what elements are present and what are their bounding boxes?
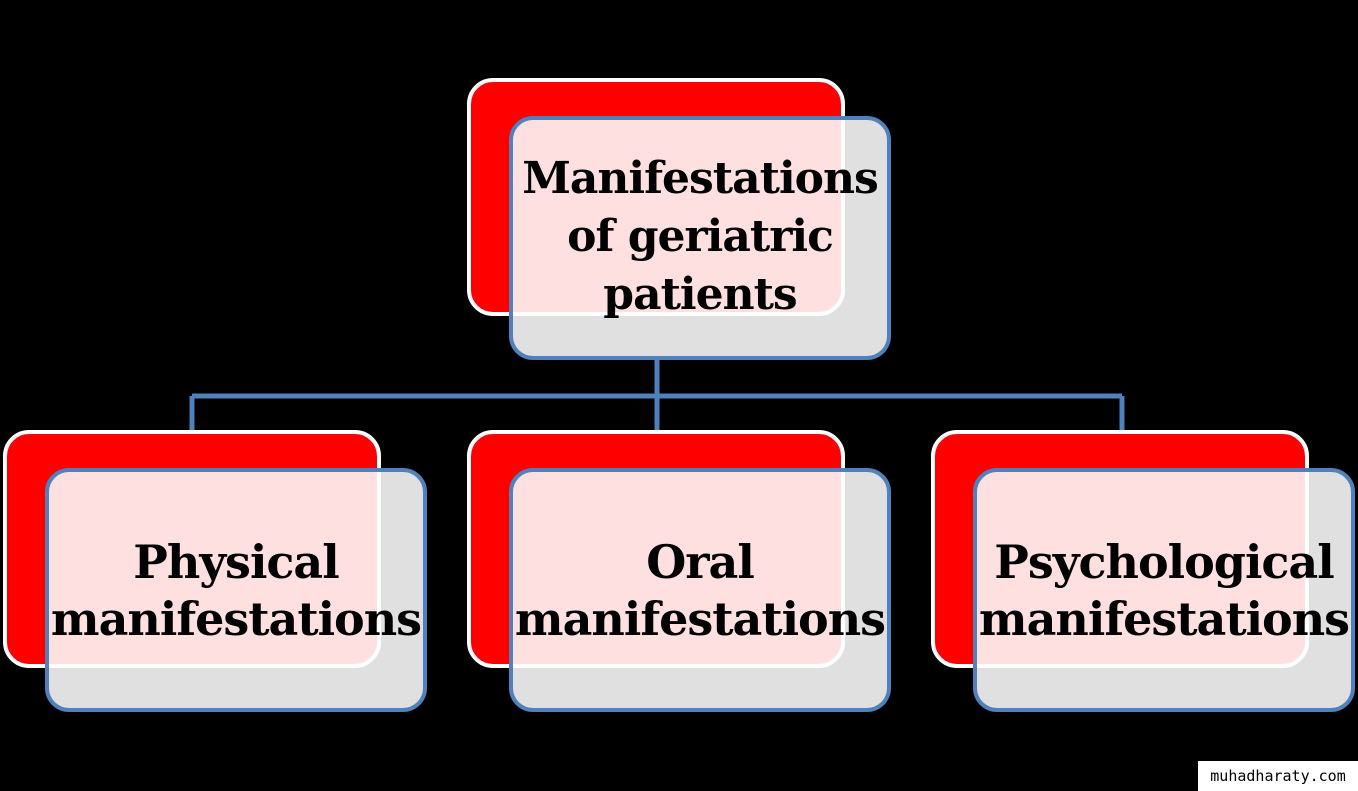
- child-label-line: Physical: [133, 535, 339, 589]
- child-label-line: manifestations: [978, 592, 1350, 646]
- root-node-front-shape: [509, 116, 891, 360]
- watermark-badge: muhadharaty.com: [1198, 761, 1358, 791]
- root-label-line: of geriatric: [567, 211, 834, 262]
- child-node-front-shape: [973, 468, 1355, 712]
- child-label-line: Oral: [646, 535, 755, 589]
- child-label-line: manifestations: [514, 592, 886, 646]
- child-node-label: Oral manifestations: [467, 534, 933, 648]
- child-node-label: Psychological manifestations: [931, 534, 1358, 648]
- root-label-line: patients: [603, 269, 797, 320]
- child-node-label: Physical manifestations: [3, 534, 469, 648]
- root-node-label: Manifestations of geriatric patients: [467, 150, 933, 324]
- child-node-front-shape: [45, 468, 427, 712]
- child-label-line: manifestations: [50, 592, 422, 646]
- child-label-line: Psychological: [994, 535, 1334, 589]
- root-label-line: Manifestations: [522, 153, 879, 204]
- child-node-front-shape: [509, 468, 891, 712]
